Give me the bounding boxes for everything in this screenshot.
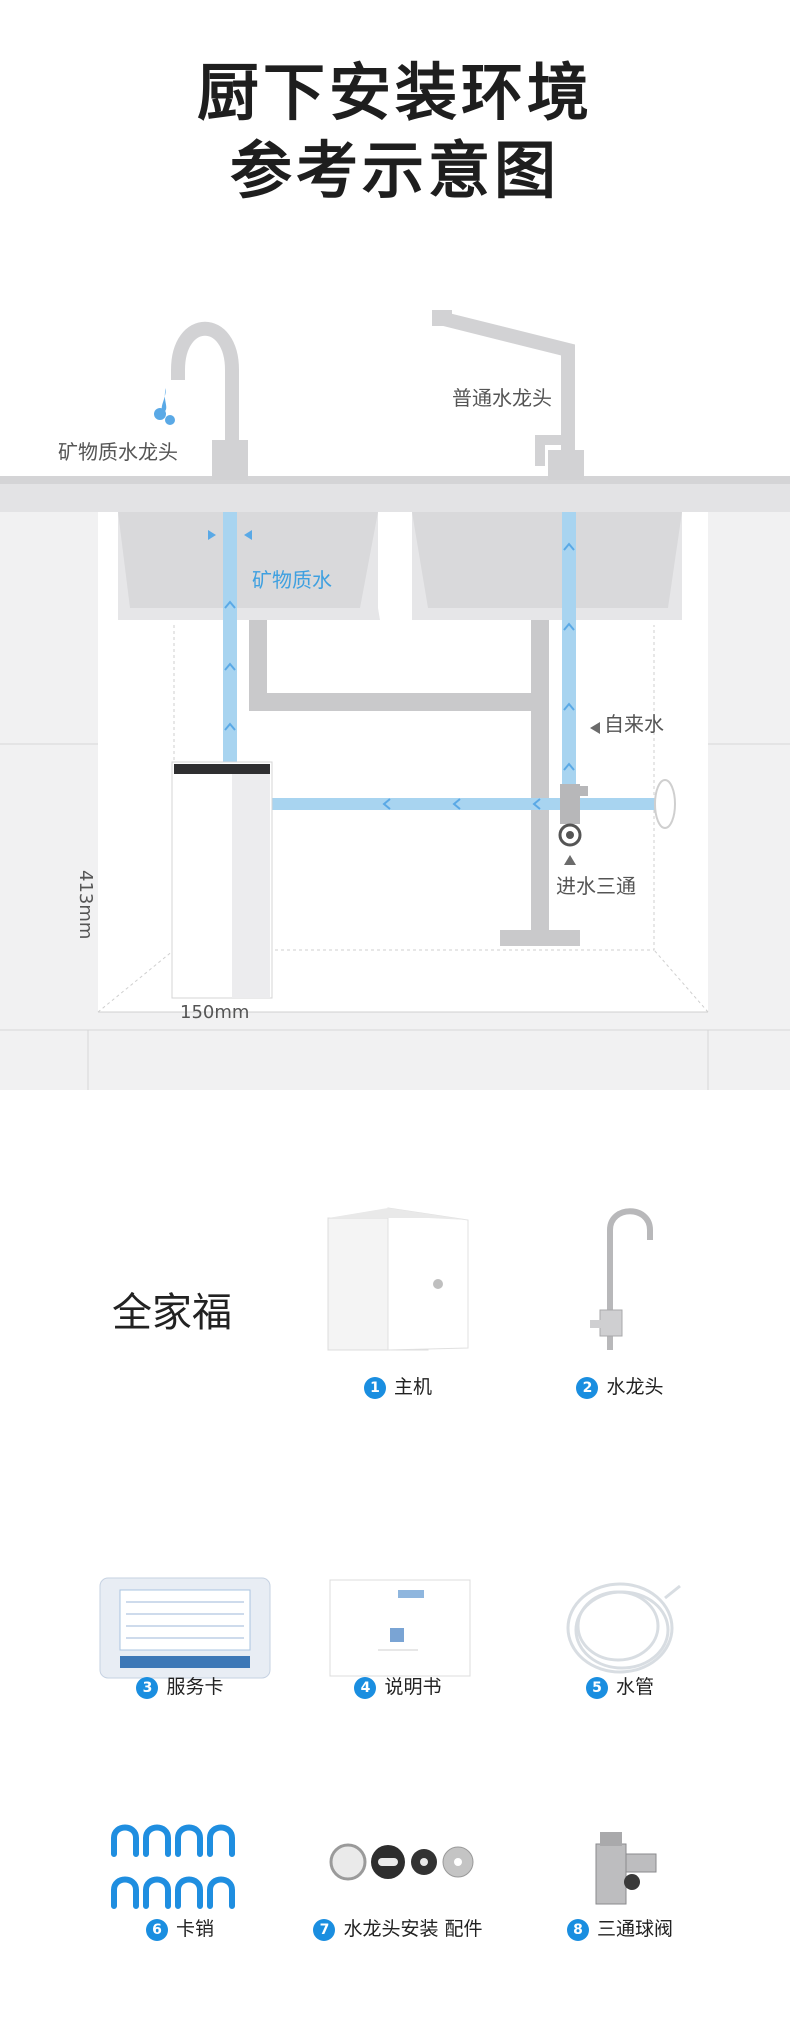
- item-number-badge: 6: [145, 1919, 168, 1941]
- diagram-illustration: [0, 290, 790, 1090]
- label-tap-water: 自来水: [604, 712, 664, 736]
- label-normal-faucet: 普通水龙头: [452, 386, 552, 410]
- manual-image: [329, 1579, 471, 1677]
- item-label: 说明书: [384, 1676, 442, 1698]
- item-label: 三通球阀: [596, 1918, 673, 1940]
- tee-ball-valve-image: [595, 1832, 657, 1905]
- item-number-badge: 5: [585, 1677, 608, 1699]
- main-unit-image: [327, 1207, 469, 1351]
- item-clips-caption: 6 卡销: [60, 1914, 300, 1941]
- item-water-tube: 5 水管: [500, 1548, 740, 1758]
- item-label: 服务卡: [166, 1676, 224, 1698]
- label-height-dimension: 413mm: [75, 870, 96, 940]
- clips-image: [111, 1824, 235, 1909]
- item-label: 水龙头: [606, 1376, 664, 1398]
- water-tube-image: [566, 1582, 681, 1674]
- label-mineral-water: 矿物质水: [252, 568, 332, 592]
- item-number-badge: 4: [354, 1677, 377, 1699]
- item-number-badge: 8: [566, 1919, 589, 1941]
- item-number-badge: 1: [363, 1377, 386, 1399]
- item-service-card: 3 服务卡: [60, 1548, 300, 1758]
- item-number-badge: 3: [136, 1677, 159, 1699]
- item-label: 水管: [615, 1676, 654, 1698]
- item-manual: 4 说明书: [278, 1548, 518, 1758]
- page-title-line1: 厨下安装环境: [196, 56, 593, 129]
- item-faucet-fittings-caption: 7 水龙头安装 配件: [278, 1914, 518, 1941]
- package-contents-title: 全家福: [112, 1290, 232, 1336]
- faucet-image: [590, 1208, 653, 1350]
- item-tee-ball-valve: 8 三通球阀: [500, 1790, 740, 2000]
- item-number-badge: 7: [313, 1919, 336, 1941]
- item-service-card-caption: 3 服务卡: [60, 1672, 300, 1699]
- item-faucet: 2 水龙头: [500, 1200, 740, 1410]
- item-clips: 6 卡销: [60, 1790, 300, 2000]
- item-tee-ball-valve-caption: 8 三通球阀: [500, 1914, 740, 1941]
- item-number-badge: 2: [576, 1377, 599, 1399]
- item-main-unit: 1 主机: [278, 1200, 518, 1410]
- page-title-line2: 参考示意图: [229, 134, 560, 207]
- item-faucet-caption: 2 水龙头: [500, 1372, 740, 1399]
- item-label: 卡销: [175, 1918, 214, 1940]
- label-inlet-tee: 进水三通: [556, 874, 636, 898]
- item-water-tube-caption: 5 水管: [500, 1672, 740, 1699]
- item-main-unit-caption: 1 主机: [278, 1372, 518, 1399]
- item-manual-caption: 4 说明书: [278, 1672, 518, 1699]
- label-mineral-faucet: 矿物质水龙头: [58, 440, 178, 464]
- item-label: 主机: [393, 1376, 432, 1398]
- item-label: 水龙头安装 配件: [343, 1918, 483, 1940]
- item-faucet-fittings: 7 水龙头安装 配件: [278, 1790, 518, 2000]
- installation-diagram: 矿物质水龙头 普通水龙头 矿物质水 自来水 进水三通 413mm 150mm: [0, 290, 790, 1090]
- faucet-fittings-image: [329, 1843, 474, 1881]
- service-card-image: [99, 1577, 271, 1679]
- label-width-dimension: 150mm: [180, 1002, 250, 1023]
